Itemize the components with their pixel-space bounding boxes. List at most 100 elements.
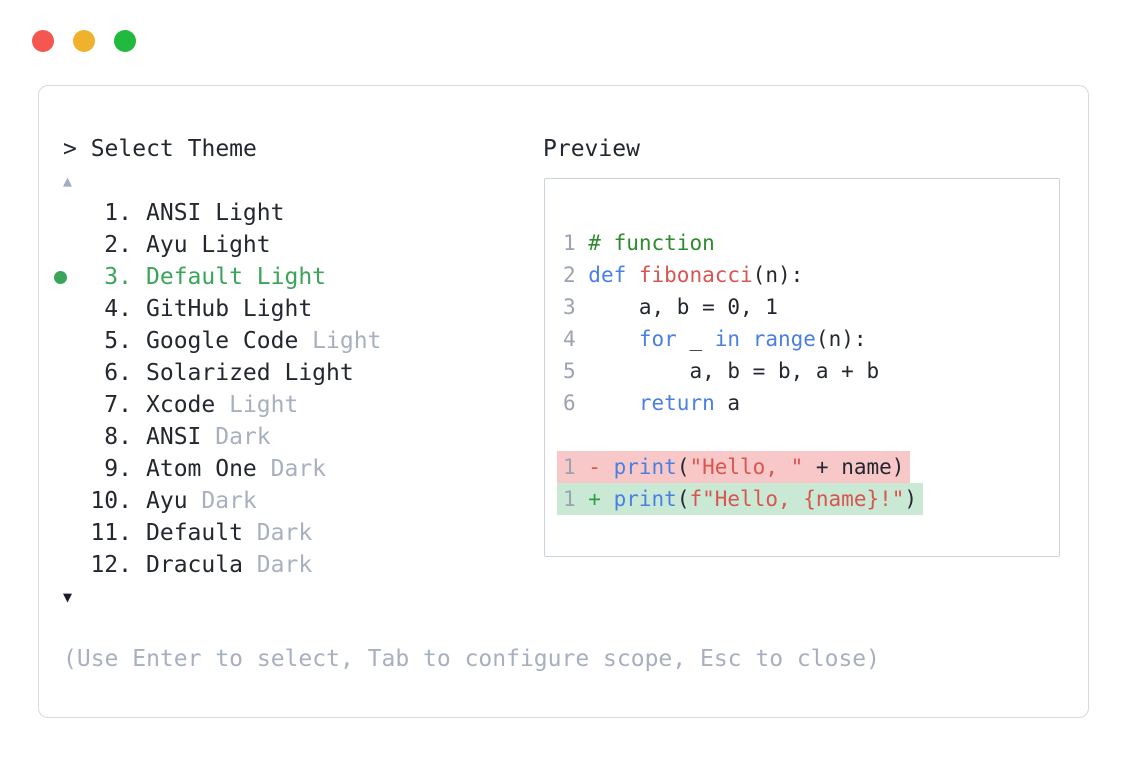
code-token: + name) [803, 455, 905, 479]
window-controls [32, 30, 136, 52]
scroll-down-icon[interactable]: ▼ [39, 581, 72, 613]
code-token: f"Hello, {name}!" [689, 487, 905, 511]
theme-number: 8. [104, 424, 132, 450]
code-token: a [714, 391, 741, 415]
theme-name-variant: Light [312, 328, 382, 354]
zoom-button[interactable] [114, 30, 136, 52]
theme-name-variant: Dark [201, 488, 257, 514]
theme-number: 9. [104, 456, 132, 482]
code-token: "Hello, " [689, 455, 804, 479]
code-line: 3 a, b = 0, 1 [563, 291, 1059, 323]
code-line-content: 1 + print(f"Hello, {name}!") [557, 483, 924, 515]
preview-label: Preview [543, 136, 640, 162]
code-line-content: 5 a, b = b, a + b [557, 355, 885, 387]
theme-name: Dracula Dark [146, 552, 313, 578]
theme-name: Xcode Light [146, 392, 299, 418]
theme-name: Default Light [146, 264, 327, 290]
theme-name-variant: Dark [256, 520, 313, 546]
line-number: 4 [563, 327, 589, 351]
theme-list-item[interactable]: 4. GitHub Light [39, 293, 539, 325]
code-token: ) [904, 487, 918, 511]
code-token: for [638, 327, 677, 351]
line-number: 6 [563, 391, 589, 415]
theme-name-variant: Dark [270, 456, 327, 482]
line-number: 3 [563, 295, 589, 319]
theme-name: GitHub Light [146, 296, 313, 322]
theme-list-item[interactable]: 1. ANSI Light [39, 197, 539, 229]
theme-number: 2. [104, 232, 132, 258]
scroll-up-icon[interactable]: ▲ [39, 165, 72, 197]
theme-number: 10. [90, 488, 132, 514]
theme-number: 6. [104, 360, 132, 386]
selected-dot-icon [54, 270, 67, 284]
theme-name: Ayu Light [146, 232, 271, 258]
theme-name: Solarized Light [146, 360, 354, 386]
theme-name: Default Dark [146, 520, 313, 546]
code-token: a, b = b, a + b [588, 359, 880, 383]
theme-name-variant: Dark [256, 552, 313, 578]
theme-list-item[interactable]: 5. Google Code Light [39, 325, 539, 357]
code-line-content: 1 - print("Hello, " + name) [557, 451, 911, 483]
code-token [588, 391, 639, 415]
theme-number: 5. [104, 328, 132, 354]
theme-number: 11. [90, 520, 132, 546]
code-token: - [588, 455, 614, 479]
theme-list-item[interactable]: 6. Solarized Light [39, 357, 539, 389]
theme-list-item[interactable]: 7. Xcode Light [39, 389, 539, 421]
theme-list: 1. ANSI Light 2. Ayu Light 3. Default Light 4.… [39, 197, 539, 581]
code-line: 2 def fibonacci(n): [563, 259, 1059, 291]
theme-number: 4. [104, 296, 132, 322]
line-number: 1 [563, 455, 589, 479]
theme-number: 3. [104, 264, 132, 290]
minimize-button[interactable] [73, 30, 95, 52]
theme-name-variant: Dark [215, 424, 271, 450]
code-line-content: 4 for _ in range(n): [557, 323, 873, 355]
code-line: 1 # function [563, 227, 1059, 259]
code-token: (n): [815, 327, 867, 351]
theme-name: ANSI Light [146, 200, 285, 226]
keyboard-hint: (Use Enter to select, Tab to configure s… [63, 646, 880, 672]
code-token: def [588, 263, 639, 287]
theme-number: 12. [90, 552, 132, 578]
code-token: ( [676, 487, 690, 511]
code-line-content: 3 a, b = 0, 1 [557, 291, 784, 323]
line-number: 5 [563, 359, 589, 383]
theme-list-item[interactable]: 10.Ayu Dark [39, 485, 539, 517]
code-line [563, 419, 1059, 451]
theme-list-item[interactable]: 2. Ayu Light [39, 229, 539, 261]
line-number: 1 [563, 487, 589, 511]
code-line: 4 for _ in range(n): [563, 323, 1059, 355]
theme-number: 7. [104, 392, 132, 418]
code-token [740, 327, 753, 351]
close-button[interactable] [32, 30, 54, 52]
code-line: 5 a, b = b, a + b [563, 355, 1059, 387]
code-line-content: 1 # function [557, 227, 721, 259]
code-token: a, b = 0, 1 [588, 295, 778, 319]
code-token: _ [676, 327, 715, 351]
line-number: 1 [563, 231, 589, 255]
code-token: print [613, 455, 677, 479]
code-token: + [588, 487, 614, 511]
theme-list-item[interactable]: 8. ANSI Dark [39, 421, 539, 453]
code-line: 6 return a [563, 387, 1059, 419]
theme-list-item[interactable]: 3. Default Light [39, 261, 539, 293]
code-token: return [638, 391, 715, 415]
code-token: range [752, 327, 816, 351]
code-line-content: 2 def fibonacci(n): [557, 259, 809, 291]
theme-name: Google Code Light [146, 328, 382, 354]
code-token: (n): [752, 263, 804, 287]
theme-number: 1. [104, 200, 132, 226]
theme-name-variant: Light [229, 392, 299, 418]
code-token: ( [676, 455, 690, 479]
theme-name: ANSI Dark [146, 424, 271, 450]
selected-indicator-dot [54, 270, 90, 284]
code-token: fibonacci [638, 263, 753, 287]
theme-list-item[interactable]: 11. Default Dark [39, 517, 539, 549]
code-token: print [613, 487, 677, 511]
theme-list-item[interactable]: 9.Atom One Dark [39, 453, 539, 485]
theme-list-item[interactable]: 12. Dracula Dark [39, 549, 539, 581]
code-line-content: 6 return a [557, 387, 746, 419]
